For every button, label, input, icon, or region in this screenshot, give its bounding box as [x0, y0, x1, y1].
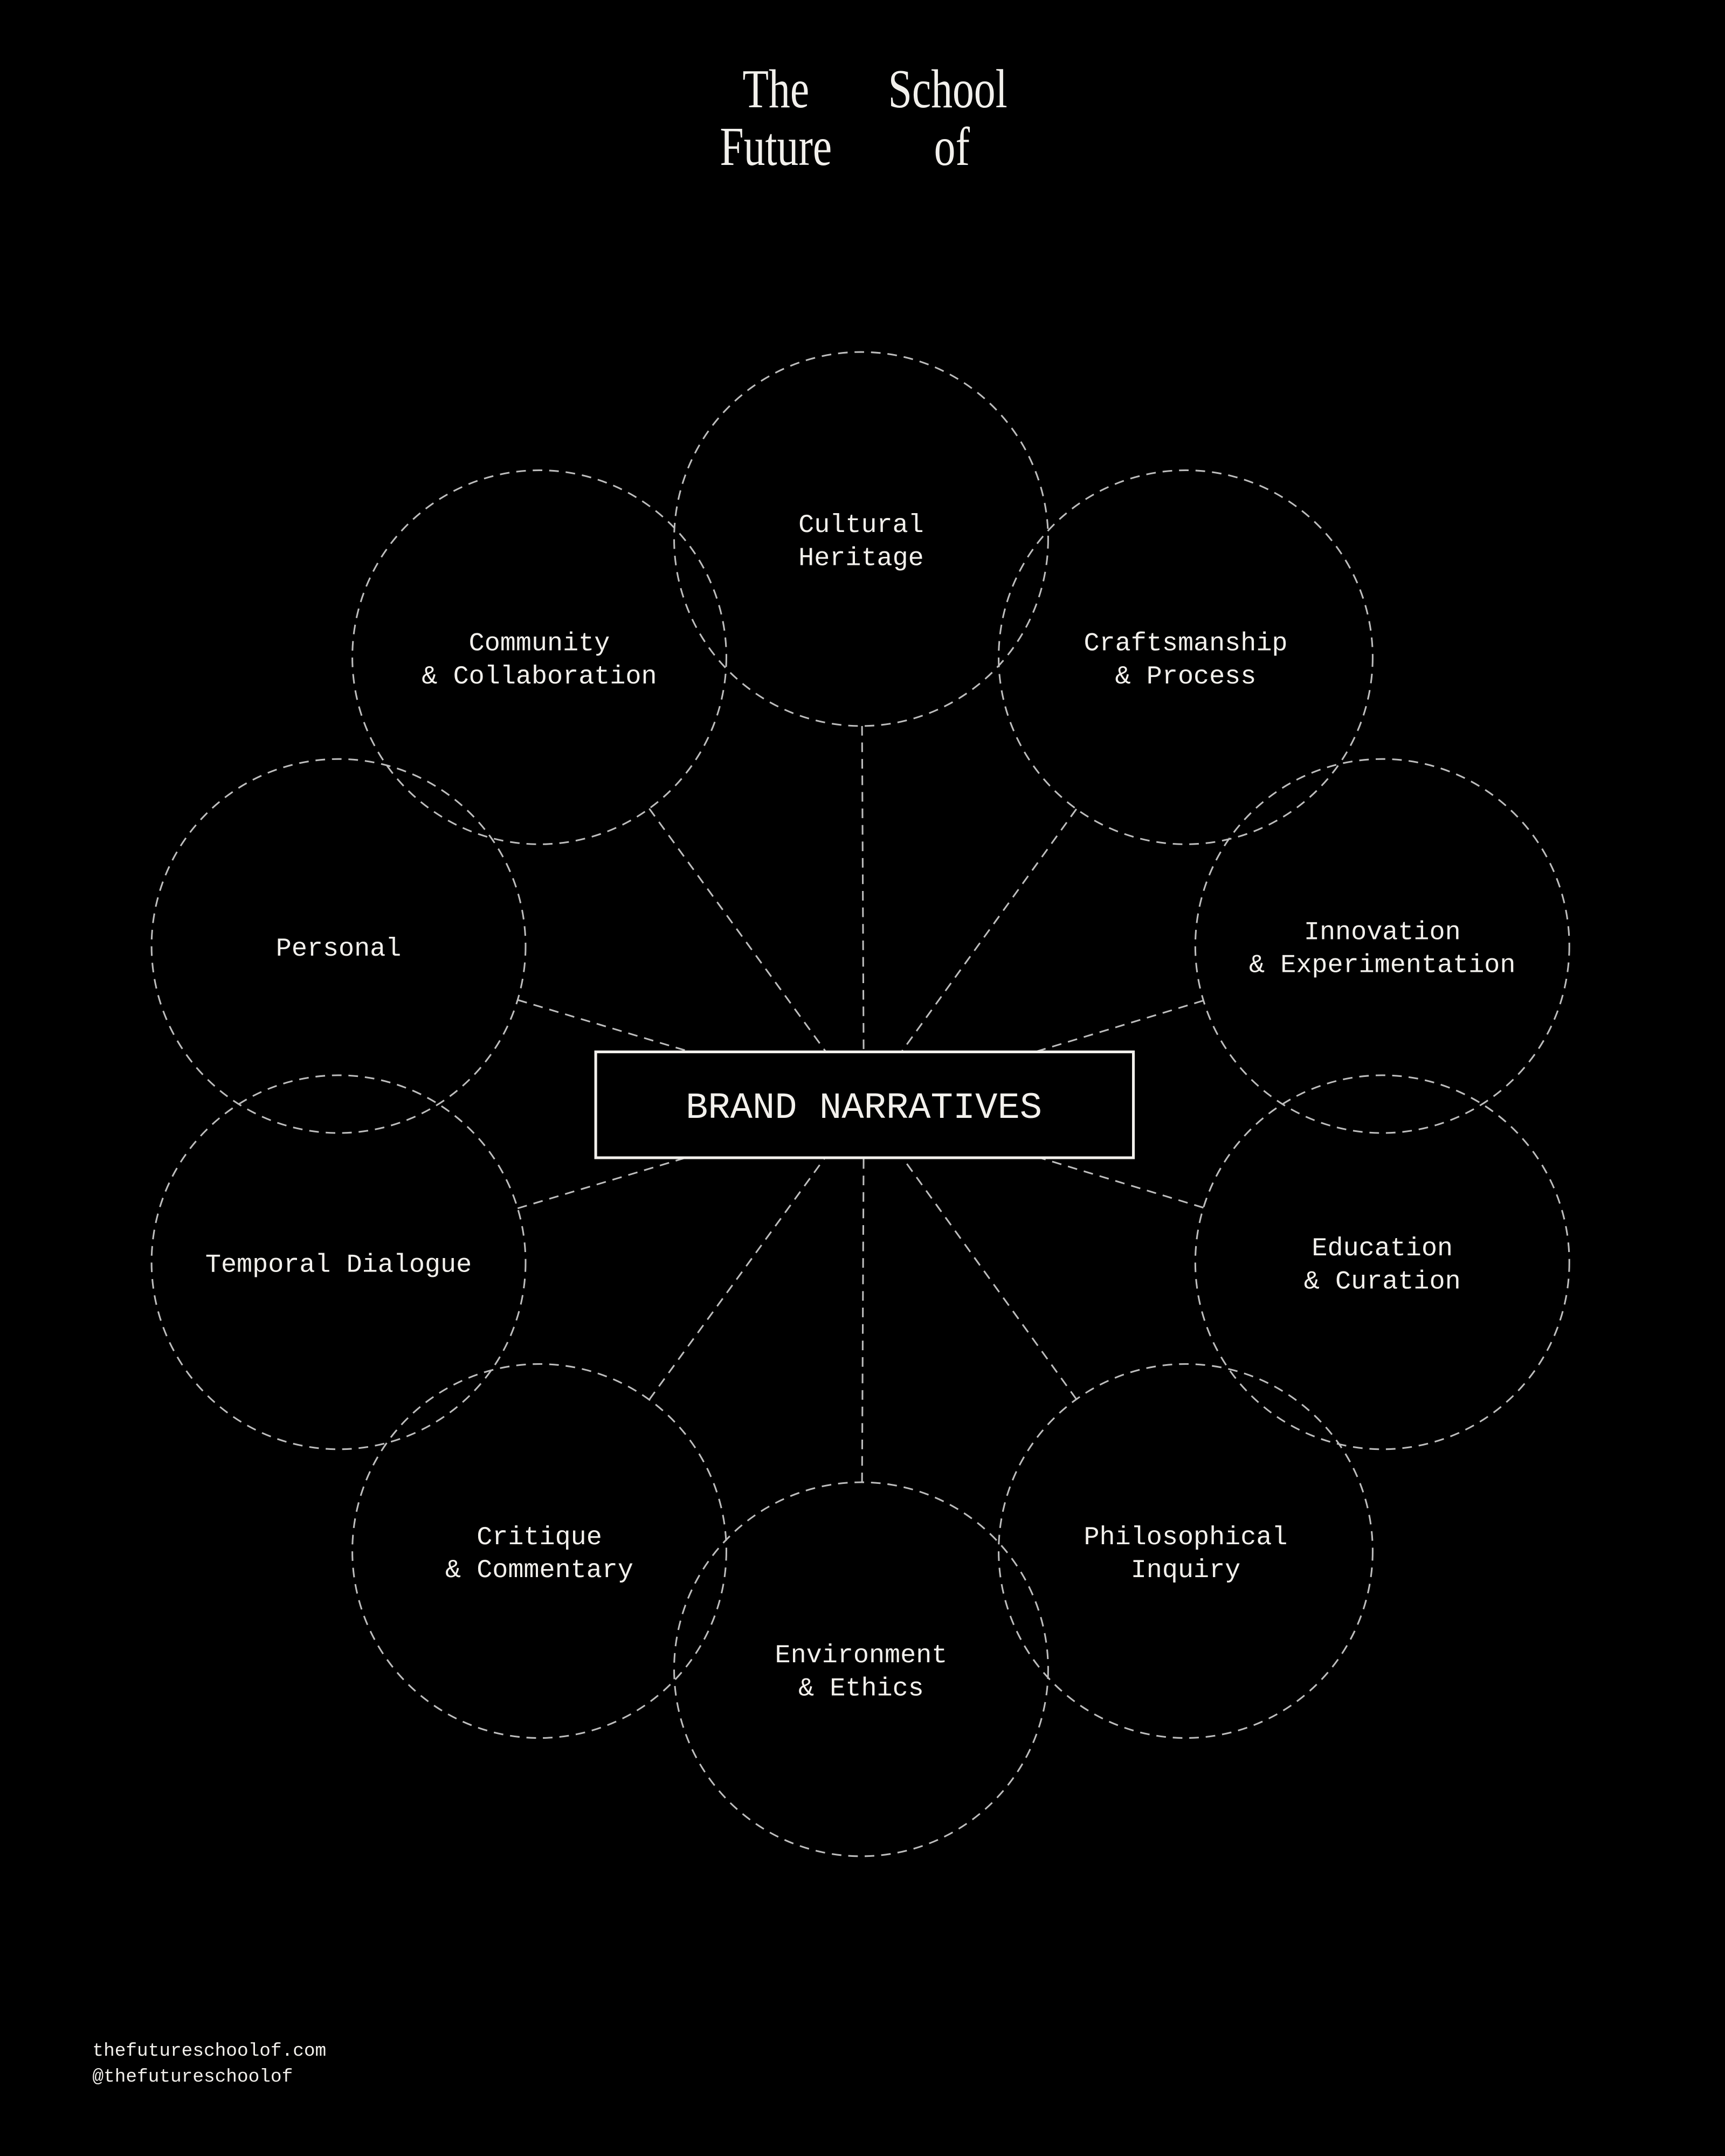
- node-label-innovation-experimentation: Innovation: [1304, 917, 1461, 947]
- title-the: The: [742, 58, 809, 120]
- node-label-environment-ethics: Environment: [775, 1641, 948, 1670]
- node-label-innovation-experimentation: & Experimentation: [1249, 951, 1515, 980]
- node-label-community-collaboration: & Collaboration: [422, 662, 657, 692]
- node-circle-craftsmanship-process: [998, 469, 1374, 845]
- node-circle-temporal-dialogue: [150, 1074, 527, 1450]
- node-label-community-collaboration: Community: [469, 629, 610, 659]
- title-of: of: [934, 116, 970, 177]
- node-label-environment-ethics: & Ethics: [798, 1674, 924, 1703]
- node-label-personal: Personal: [276, 934, 402, 964]
- node-circle-philosophical-inquiry: [998, 1363, 1374, 1739]
- node-circle-personal: [150, 758, 527, 1134]
- connector-environment-ethics: [861, 1104, 865, 1483]
- node-circle-critique-commentary: [351, 1363, 727, 1739]
- node-label-education-curation: & Curation: [1304, 1267, 1461, 1296]
- node-circle-innovation-experimentation: [1194, 758, 1570, 1134]
- node-label-cultural-heritage: Heritage: [798, 543, 924, 573]
- node-label-philosophical-inquiry: Inquiry: [1131, 1556, 1241, 1585]
- connector-cultural-heritage: [861, 725, 865, 1104]
- node-label-critique-commentary: & Commentary: [445, 1556, 633, 1585]
- center-box-frame: [594, 1050, 1135, 1159]
- node-label-education-curation: Education: [1312, 1234, 1453, 1263]
- title-school: School: [888, 58, 1008, 120]
- node-circle-community-collaboration: [351, 469, 727, 845]
- title-future: Future: [720, 116, 832, 177]
- node-label-philosophical-inquiry: Philosophical: [1084, 1523, 1287, 1552]
- node-label-critique-commentary: Critique: [477, 1523, 602, 1552]
- node-circles: [150, 351, 1570, 1857]
- node-circle-cultural-heritage: [673, 351, 1049, 727]
- node-circle-environment-ethics: [673, 1481, 1049, 1857]
- node-label-craftsmanship-process: & Process: [1115, 662, 1257, 692]
- footer-handle[interactable]: @thefutureschoolof: [92, 2067, 293, 2088]
- node-circle-education-curation: [1194, 1074, 1570, 1450]
- center-label: BRAND NARRATIVES: [686, 1087, 1042, 1129]
- title-logo: The School Future of: [720, 58, 1007, 177]
- node-label-craftsmanship-process: Craftsmanship: [1084, 629, 1287, 659]
- node-label-cultural-heritage: Cultural: [798, 510, 924, 540]
- node-label-temporal-dialogue: Temporal Dialogue: [205, 1250, 472, 1280]
- footer-website[interactable]: thefutureschoolof.com: [92, 2041, 326, 2062]
- center-box: BRAND NARRATIVES: [594, 1050, 1135, 1159]
